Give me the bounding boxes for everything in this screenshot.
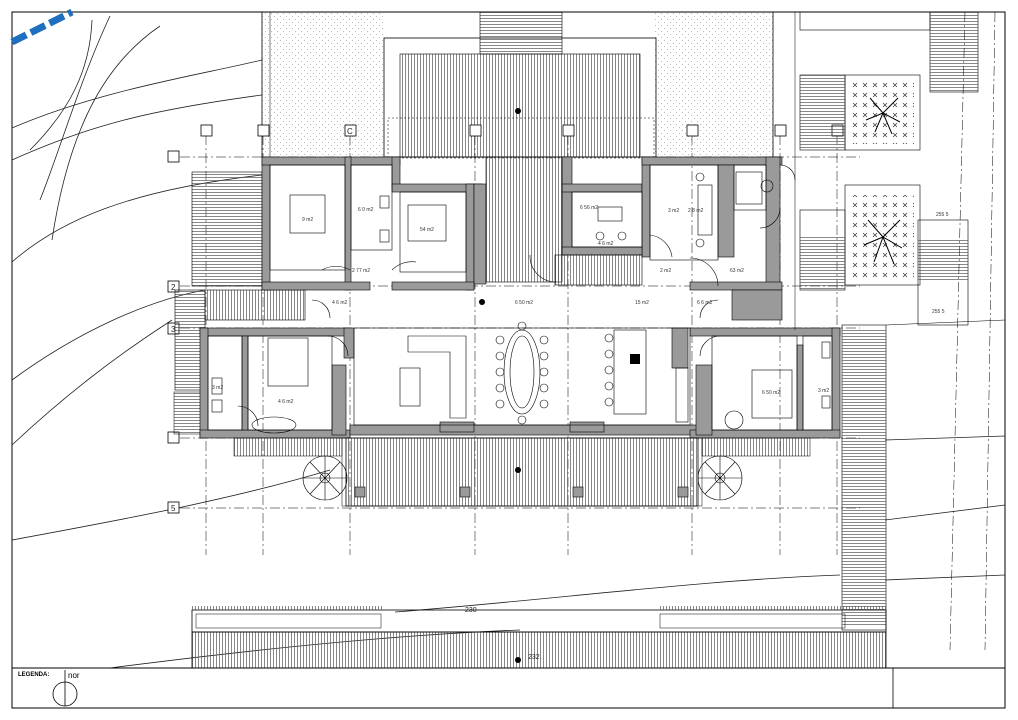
room-label: 2 77 m2 [352,268,370,274]
room-label: 4 6 m2 [332,300,348,306]
room-outlines [207,164,833,431]
retaining-wall-lower [191,631,887,669]
room-label: 63 m2 [730,268,744,274]
tree-icon [863,97,903,265]
inner-stair [554,254,643,286]
room-label: 6 6 m2 [697,300,713,306]
cooktop [630,354,640,364]
building-walls [199,156,841,439]
axis-markers-left [167,150,180,514]
entry-steps [479,11,563,55]
room-label: 54 m2 [420,227,434,233]
axis-marker-5: 5 [171,504,176,513]
room-label: 6 50 m2 [515,300,533,306]
east-stair-2 [918,240,968,280]
room-label: 6 0 m2 [358,207,374,213]
room-label: 15 m2 [635,300,649,306]
level-marker-symbols [479,108,521,663]
room-label: 3 m2 [668,208,679,214]
room-label: 255 5 [932,309,945,315]
terrain-fill-north [262,12,384,157]
terrain-fill-north-right [655,12,773,157]
east-path [842,330,886,625]
room-label: 255 5 [936,212,949,218]
spiral-stairs [302,455,743,501]
site-boundary-accent [10,8,74,46]
furniture [211,171,831,434]
south-terrace [345,437,699,507]
room-label: 6 50 m2 [762,390,780,396]
north-label: nor [68,671,80,680]
west-stair [191,171,263,287]
room-label: 6 56 m2 [580,205,598,211]
level-bottom: 232 [528,654,540,661]
entry-terrace [399,53,641,158]
room-label: 3 m2 [818,388,829,394]
room-labels: 9 m2 6 0 m2 2 77 m2 54 m2 6 56 m2 3 m2 2… [212,205,949,405]
axis-marker-c: C [347,127,353,136]
retaining-wall-upper [191,609,887,633]
room-label: 2 8 m2 [688,208,704,214]
central-stair [485,156,563,283]
axis-marker-2: 2 [171,283,176,292]
room-label: 3 m2 [212,385,223,391]
terrace-columns [354,486,689,498]
room-label: 2 m2 [660,268,671,274]
room-label: 4 6 m2 [598,241,614,247]
axis-marker-3: 3 [171,325,176,334]
room-label: 4 6 m2 [278,399,294,405]
east-stair [930,12,978,92]
level-top: 230 [465,607,477,614]
doors [237,164,796,427]
legend-label: LEGENDA: [18,672,49,678]
room-label: 9 m2 [302,217,313,223]
north-arrow-icon [52,670,78,707]
